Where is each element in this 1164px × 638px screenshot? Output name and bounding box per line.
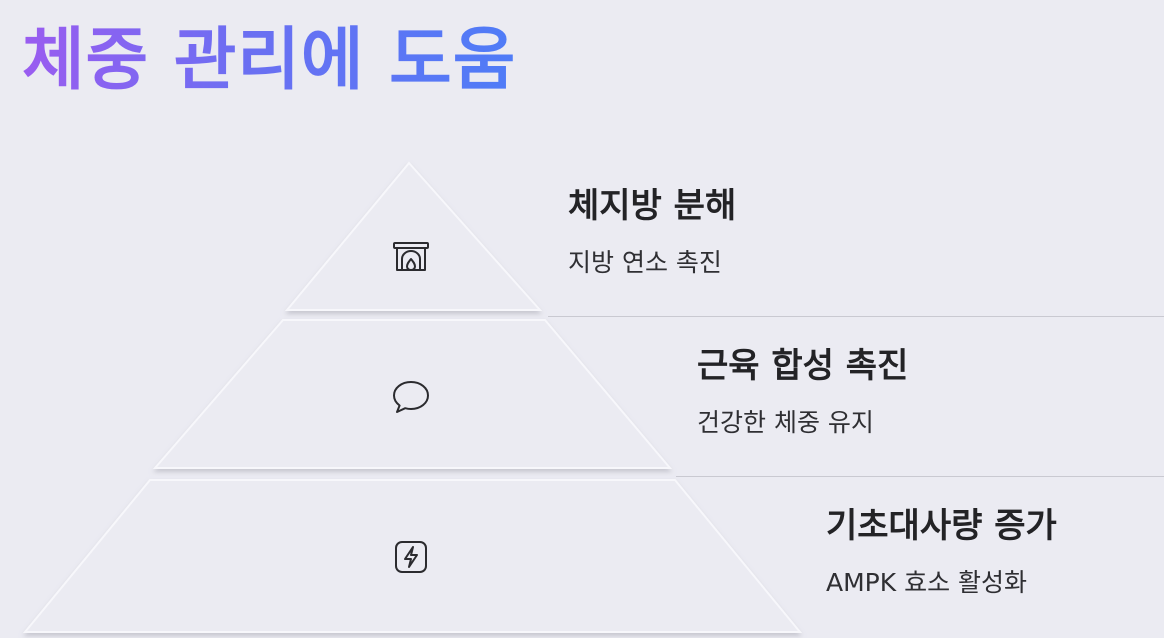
pyramid-tier-middle bbox=[152, 319, 673, 469]
level-3-title: 기초대사량 증가 bbox=[826, 506, 1057, 546]
lightning-bolt-icon bbox=[391, 537, 431, 577]
level-1-description: 지방 연소 촉진 bbox=[568, 248, 722, 277]
speech-bubble-icon bbox=[391, 376, 431, 416]
level-divider bbox=[548, 316, 1164, 317]
diagram-title: 체중 관리에 도움 bbox=[22, 21, 517, 100]
pyramid-tier-top bbox=[284, 161, 543, 311]
level-3-description: AMPK 효소 활성화 bbox=[826, 568, 1028, 597]
level-2-description: 건강한 체중 유지 bbox=[697, 408, 874, 437]
fireplace-icon bbox=[391, 237, 431, 277]
level-1-title: 체지방 분해 bbox=[568, 186, 737, 226]
level-2-title: 근육 합성 촉진 bbox=[697, 346, 909, 386]
level-divider bbox=[676, 476, 1164, 477]
